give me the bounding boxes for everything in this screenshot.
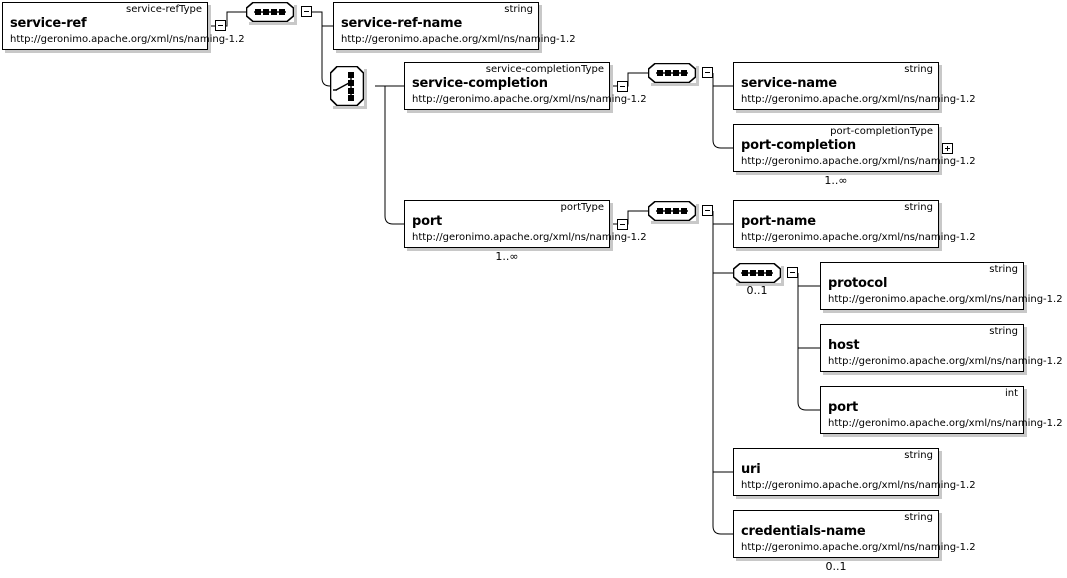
element-name-label: service-ref-name	[341, 16, 463, 31]
sequence-compositor-service-completion-sequence[interactable]	[648, 63, 696, 83]
element-namespace-label: http://geronimo.apache.org/xml/ns/naming…	[741, 156, 976, 167]
element-namespace-label: http://geronimo.apache.org/xml/ns/naming…	[10, 34, 245, 45]
element-box-port[interactable]: portType port http://geronimo.apache.org/x…	[404, 200, 647, 248]
element-box-port-child[interactable]: int port http://geronimo.apache.org/xml/ns…	[820, 386, 1063, 434]
element-type-label: string	[904, 450, 933, 461]
element-type-label: string	[504, 4, 533, 15]
choice-compositor-service-ref-choice[interactable]	[330, 66, 364, 106]
collapse-icon-toggle-connection-sequence[interactable]	[787, 267, 798, 278]
sequence-icon	[648, 63, 696, 83]
connector-line	[712, 211, 733, 535]
element-box-service-ref-name[interactable]: string service-ref-name http://geronimo.ap…	[333, 2, 576, 50]
element-namespace-label: http://geronimo.apache.org/xml/ns/naming…	[741, 94, 976, 105]
sequence-icon	[648, 201, 696, 221]
element-name-label: port-completion	[741, 138, 856, 153]
sequence-compositor-root-sequence[interactable]	[246, 2, 294, 22]
collapse-icon-toggle-service-completion-sequence[interactable]	[702, 67, 713, 78]
collapse-icon-toggle-service-completion[interactable]	[617, 81, 628, 92]
cardinality-label-port-card: 1..∞	[495, 250, 519, 263]
collapse-icon-toggle-port-sequence[interactable]	[702, 205, 713, 216]
element-box-credentials-name[interactable]: string credentials-name http://geronimo.ap…	[733, 510, 976, 558]
element-namespace-label: http://geronimo.apache.org/xml/ns/naming…	[412, 94, 647, 105]
element-name-label: credentials-name	[741, 524, 866, 539]
collapse-icon-toggle-root-sequence[interactable]	[301, 6, 312, 17]
connector-line	[610, 72, 648, 87]
cardinality-label-port-completion-card: 1..∞	[824, 174, 848, 187]
connector-line	[375, 85, 404, 225]
sequence-icon	[246, 2, 294, 22]
element-namespace-label: http://geronimo.apache.org/xml/ns/naming…	[741, 232, 976, 243]
element-name-label: protocol	[828, 276, 888, 291]
element-box-uri[interactable]: string uri http://geronimo.apache.org/xml/…	[733, 448, 976, 496]
connector-line	[712, 73, 733, 149]
sequence-compositor-connection-sequence[interactable]	[733, 263, 781, 283]
element-box-port-name[interactable]: string port-name http://geronimo.apache.or…	[733, 200, 976, 248]
element-name-label: host	[828, 338, 860, 353]
element-name-label: port-name	[741, 214, 816, 229]
connector-line	[712, 211, 733, 473]
sequence-compositor-port-sequence[interactable]	[648, 201, 696, 221]
element-box-service-name[interactable]: string service-name http://geronimo.apache…	[733, 62, 976, 110]
sequence-icon	[733, 263, 781, 283]
element-type-label: string	[904, 202, 933, 213]
element-type-label: portType	[560, 202, 604, 213]
element-type-label: string	[904, 64, 933, 75]
element-name-label: uri	[741, 462, 761, 477]
element-box-service-ref[interactable]: service-refType service-ref http://geronim…	[2, 2, 245, 50]
element-namespace-label: http://geronimo.apache.org/xml/ns/naming…	[828, 294, 1063, 305]
element-type-label: string	[989, 264, 1018, 275]
connector-line	[312, 11, 331, 87]
element-box-protocol[interactable]: string protocol http://geronimo.apache.org…	[820, 262, 1063, 310]
connector-line	[712, 211, 733, 225]
element-name-label: service-ref	[10, 16, 87, 31]
element-type-label: string	[989, 326, 1018, 337]
collapse-icon-toggle-service-ref[interactable]	[215, 20, 226, 31]
expand-icon-toggle-port-completion[interactable]	[942, 143, 953, 154]
element-namespace-label: http://geronimo.apache.org/xml/ns/naming…	[741, 542, 976, 553]
connector-line	[712, 73, 733, 87]
element-namespace-label: http://geronimo.apache.org/xml/ns/naming…	[828, 418, 1063, 429]
element-name-label: service-name	[741, 76, 837, 91]
connector-line	[610, 210, 648, 225]
cardinality-label-connection-card: 0..1	[746, 284, 768, 297]
connector-line	[712, 211, 733, 274]
element-type-label: service-completionType	[485, 64, 604, 75]
choice-icon	[330, 66, 364, 106]
collapse-icon-toggle-port[interactable]	[617, 219, 628, 230]
element-namespace-label: http://geronimo.apache.org/xml/ns/naming…	[412, 232, 647, 243]
element-name-label: port	[828, 400, 859, 415]
element-type-label: string	[904, 512, 933, 523]
element-type-label: port-completionType	[830, 126, 933, 137]
element-namespace-label: http://geronimo.apache.org/xml/ns/naming…	[341, 34, 576, 45]
element-type-label: service-refType	[126, 4, 202, 15]
element-box-host[interactable]: string host http://geronimo.apache.org/xml…	[820, 324, 1063, 372]
element-type-label: int	[1004, 388, 1018, 399]
element-name-label: port	[412, 214, 443, 229]
cardinality-label-credentials-card: 0..1	[825, 560, 847, 573]
element-name-label: service-completion	[412, 76, 548, 91]
element-namespace-label: http://geronimo.apache.org/xml/ns/naming…	[828, 356, 1063, 367]
element-namespace-label: http://geronimo.apache.org/xml/ns/naming…	[741, 480, 976, 491]
connector-line	[208, 11, 246, 27]
connector-line	[312, 11, 333, 27]
